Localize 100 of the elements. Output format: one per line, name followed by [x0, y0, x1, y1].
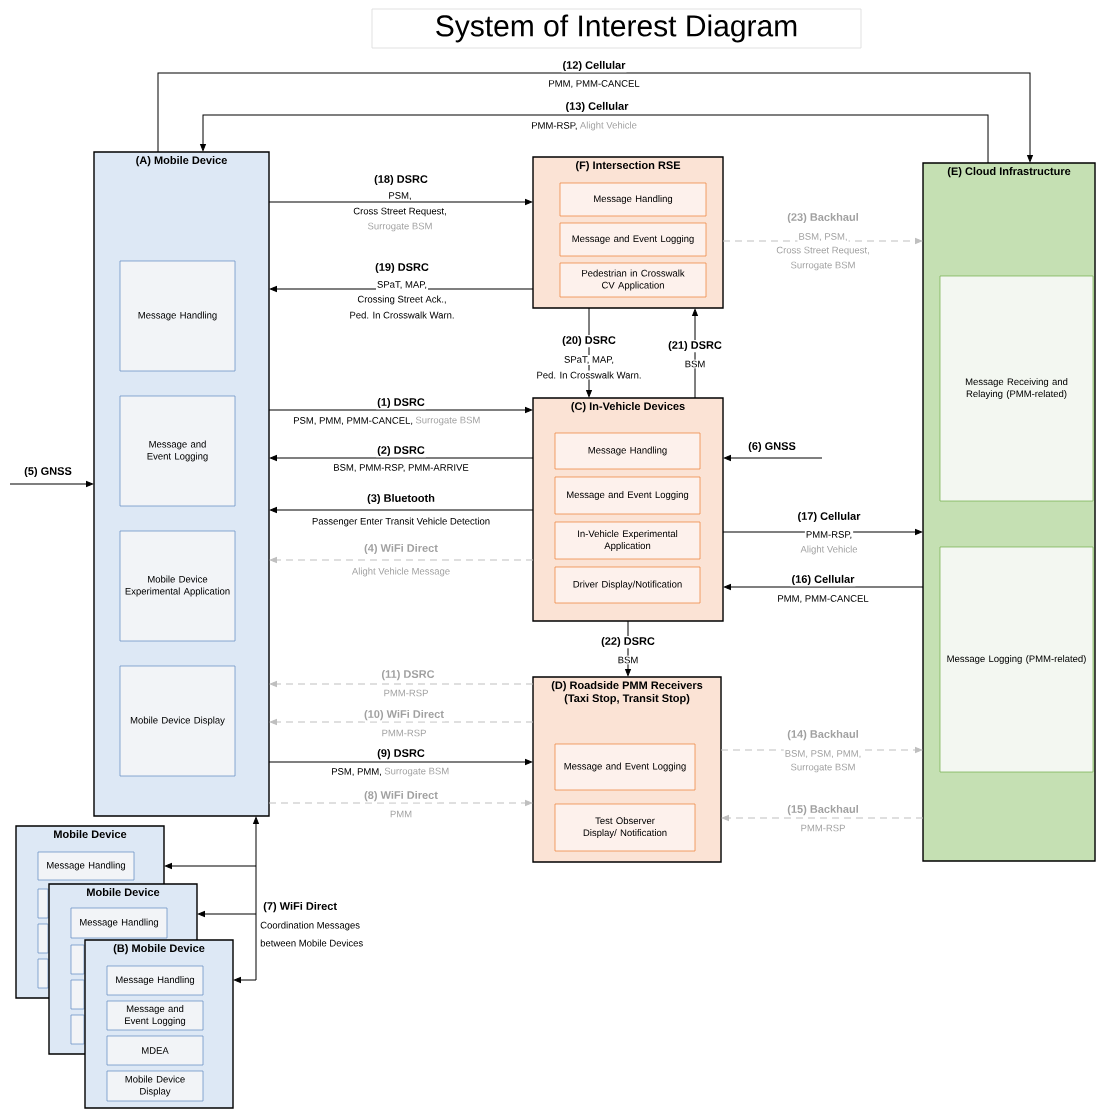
arrow: [269, 455, 534, 461]
function-box: Pedestrian in Crosswalk CV Application: [559, 262, 707, 298]
edge-label: (15) Backhaul: [786, 803, 860, 817]
message-label: Coordination Messages: [259, 920, 361, 932]
message-label: BSM: [683, 359, 707, 369]
function-box: Message Handling: [70, 907, 168, 939]
arrow: [164, 863, 257, 869]
arrow: [269, 719, 534, 725]
edge-label: (5) GNSS: [23, 465, 73, 479]
edge-label: (3) Bluetooth: [366, 492, 436, 506]
message-label: BSM, PSM, PMM,: [783, 749, 863, 759]
edge-label: (7) WiFi Direct: [262, 900, 339, 914]
function-box: In-Vehicle Experimental Application: [554, 521, 701, 560]
function-box: Driver Display/Notification: [554, 566, 701, 604]
edge-label: (6) GNSS: [747, 440, 797, 454]
message-label: PMM-RSP: [380, 728, 428, 738]
edge-label: (17) Cellular: [796, 510, 862, 524]
function-box: [70, 944, 85, 975]
message-label: BSM, PSM,: [797, 232, 849, 242]
edge-label: (14) Backhaul: [786, 728, 860, 742]
message-label: SPaT, MAP,: [563, 355, 615, 365]
function-box: Mobile Device Display: [119, 665, 236, 777]
message-label: Surrogate BSM: [383, 766, 451, 778]
edge-label: (9) DSRC: [376, 747, 426, 761]
message-label: Passenger Enter Transit Vehicle Detection: [310, 516, 492, 528]
message-label: Ped. In Crosswalk Warn.: [348, 310, 456, 320]
function-box: Message and Event Logging: [119, 395, 236, 507]
message-label: PMM, PMM-CANCEL: [547, 79, 641, 89]
message-label: Alight Vehicle: [799, 544, 859, 556]
arrow: [269, 557, 534, 563]
function-box: Message and Event Logging: [554, 743, 696, 791]
message-label: Alight Vehicle Message: [350, 566, 452, 578]
message-label: PSM,: [387, 191, 413, 201]
message-label: PMM: [388, 809, 414, 819]
message-label: PMM-RSP,: [804, 530, 854, 540]
message-label: PMM-RSP: [382, 688, 430, 698]
edge-label: (1) DSRC: [376, 396, 426, 410]
arrow: [268, 407, 533, 413]
arrow: [233, 977, 257, 983]
message-label: PSM, PMM,: [330, 767, 383, 777]
arrow: [268, 800, 533, 806]
function-box: Test Observer Display/ Notification: [554, 803, 696, 852]
message-label: Surrogate BSM: [414, 415, 482, 427]
edge-label: (16) Cellular: [790, 573, 856, 587]
message-label: Alight Vehicle: [578, 120, 638, 132]
edge-label: (2) DSRC: [376, 444, 426, 458]
edge-label: (13) Cellular: [564, 100, 630, 114]
arrow: [723, 584, 924, 590]
edge-label: (19) DSRC: [374, 261, 430, 275]
arrow: [253, 816, 259, 981]
function-box: [37, 888, 49, 919]
arrow: [269, 507, 534, 513]
edge-label: (20) DSRC: [561, 334, 617, 348]
arrow: [197, 911, 257, 917]
message-label: PMM-RSP,: [530, 121, 579, 131]
function-box: [70, 1014, 85, 1045]
function-box: Message Handling: [106, 965, 204, 996]
arrow: [268, 759, 533, 765]
function-box: Message and Event Logging: [554, 476, 701, 515]
message-label: Ped. In Crosswalk Warn.: [535, 370, 643, 380]
message-label: Cross Street Request,: [775, 245, 871, 257]
edge-label: (23) Backhaul: [786, 211, 860, 225]
message-label: PMM-RSP: [799, 823, 847, 833]
arrow: [268, 199, 533, 205]
edge-label: (21) DSRC: [667, 339, 723, 353]
function-box: [37, 958, 49, 989]
function-box: Message and Event Logging: [106, 1000, 204, 1031]
function-box: Message Logging (PMM-related): [939, 546, 1094, 773]
message-label: Crossing Street Ack.,: [356, 294, 448, 306]
arrow: [692, 308, 698, 399]
function-box: Message Receiving and Relaying (PMM-related): [939, 275, 1094, 502]
arrow: [157, 72, 1033, 163]
function-box: Mobile Device Display: [106, 1070, 204, 1102]
function-box: MDEA: [106, 1035, 204, 1066]
function-box: [37, 923, 49, 954]
arrow: [721, 815, 924, 821]
message-label: between Mobile Devices: [259, 938, 365, 948]
arrow: [200, 114, 989, 164]
edge-label: (11) DSRC: [380, 668, 436, 682]
function-box: Mobile Device Experimental Application: [119, 530, 236, 642]
edge-label: (4) WiFi Direct: [363, 542, 439, 556]
function-box: Message Handling: [554, 432, 701, 470]
message-label: Surrogate BSM: [366, 221, 434, 233]
function-box: Message Handling: [559, 182, 707, 217]
message-label: PMM, PMM-CANCEL: [776, 594, 870, 604]
edge-label: (10) WiFi Direct: [363, 708, 445, 722]
edge-label: (18) DSRC: [373, 173, 429, 187]
edge-label: (22) DSRC: [600, 635, 656, 649]
message-label: Surrogate BSM: [789, 762, 857, 774]
edge-label: (12) Cellular: [561, 59, 627, 73]
arrow: [269, 681, 534, 687]
message-label: BSM: [616, 655, 640, 665]
message-label: BSM, PMM-RSP, PMM-ARRIVE: [332, 463, 470, 473]
arrow: [723, 455, 823, 461]
arrow: [9, 481, 94, 487]
message-label: SPaT, MAP,: [376, 280, 428, 290]
message-label: PSM, PMM, PMM-CANCEL,: [292, 416, 414, 426]
message-label: Surrogate BSM: [789, 260, 857, 272]
edge-label: (8) WiFi Direct: [363, 789, 439, 803]
diagram-title: System of Interest Diagram: [371, 8, 862, 49]
